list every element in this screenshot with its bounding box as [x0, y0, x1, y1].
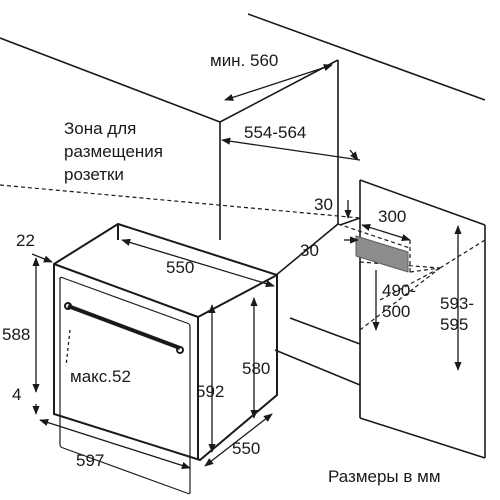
label-30-top: 30 — [314, 195, 333, 214]
label-30-left: 30 — [300, 241, 319, 260]
label-588: 588 — [2, 325, 31, 344]
label-595: 595 — [440, 315, 469, 334]
label-min-560: мин. 560 — [210, 51, 279, 70]
label-zone-line1: Зона для — [64, 119, 137, 138]
label-597: 597 — [76, 451, 105, 470]
label-4: 4 — [12, 385, 22, 404]
units-note: Размеры в мм — [328, 467, 441, 486]
label-580: 580 — [242, 359, 271, 378]
label-500: 500 — [382, 302, 411, 321]
label-550-bottom: 550 — [232, 439, 261, 458]
cabinet-outline — [0, 13, 486, 459]
label-593: 593- — [440, 294, 475, 313]
label-zone-line2: размещения — [64, 142, 163, 161]
dimension-lines — [31, 64, 462, 469]
label-zone-line3: розетки — [64, 165, 124, 184]
label-maks-52: макс.52 — [70, 367, 131, 386]
socket-zone-area — [355, 235, 409, 273]
label-550-top: 550 — [166, 258, 195, 277]
label-554-564: 554-564 — [244, 123, 307, 142]
oven-body — [53, 222, 278, 495]
label-300: 300 — [378, 207, 407, 226]
socket-zone-dashes — [0, 184, 486, 418]
label-592: 592 — [196, 382, 225, 401]
label-22: 22 — [16, 231, 35, 250]
label-490: 490- — [382, 281, 417, 300]
